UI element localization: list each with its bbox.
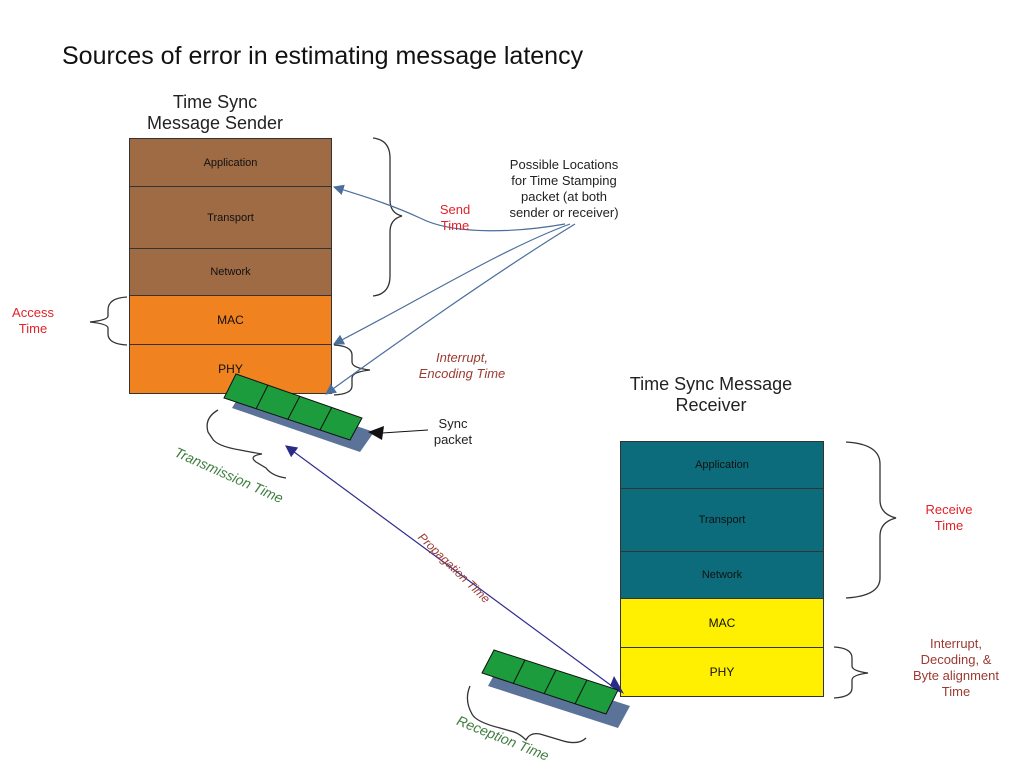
- propagation-line: [285, 445, 621, 693]
- possible-locations-line-3: packet (at both: [521, 189, 607, 204]
- possible-locations-line-4: sender or receiver): [509, 205, 619, 220]
- receive-time-line-1: Receive: [925, 502, 973, 517]
- propagation-arrowhead-receiver: [610, 676, 624, 694]
- arrow-to-mac: [333, 223, 571, 345]
- receive-time-line-2: Time: [934, 518, 964, 533]
- arrow-to-transport: [332, 184, 566, 232]
- brace-interrupt-decoding: [833, 646, 869, 699]
- sync-packet-sender: [223, 373, 374, 452]
- sync-packet-pointer: [368, 426, 384, 440]
- brace-access-time: [89, 296, 128, 346]
- sender-layer-network: Network: [129, 248, 332, 296]
- receiver-title-line-2: Receiver: [675, 395, 747, 415]
- receiver-layer-application: Application: [620, 441, 824, 489]
- interrupt-decoding-line-3: Byte alignment: [913, 668, 999, 683]
- interrupt-encoding-line-1: Interrupt,: [435, 350, 489, 365]
- brace-interrupt-encoding: [333, 344, 371, 396]
- reception-packet: [481, 649, 630, 728]
- sender-layer-transport: Transport: [129, 186, 332, 249]
- brace-transmission-time: [206, 409, 287, 479]
- possible-locations-line-2: for Time Stamping: [511, 173, 617, 188]
- possible-locations-line-1: Possible Locations: [509, 157, 619, 172]
- arrow-to-phy: [325, 223, 576, 395]
- sync-packet-pointer-line: [381, 429, 429, 434]
- possible-locations-label: Possible Locations for Time Stamping pac…: [478, 157, 650, 221]
- send-time-line-2: Time: [440, 218, 470, 233]
- interrupt-decoding-line-2: Decoding, &: [920, 652, 992, 667]
- interrupt-decoding-line-4: Time: [941, 684, 971, 699]
- brace-sender-upper: [372, 137, 403, 297]
- sender-title-line-1: Time Sync: [172, 92, 258, 112]
- access-time-line-1: Access: [12, 305, 54, 320]
- interrupt-encoding-line-2: Encoding Time: [418, 366, 506, 381]
- sync-packet-label: Sync packet: [418, 416, 488, 448]
- brace-receive-time: [845, 441, 897, 599]
- receive-time-label: Receive Time: [906, 502, 992, 534]
- sender-title: Time Sync Message Sender: [120, 92, 310, 134]
- receiver-layer-mac: MAC: [620, 598, 824, 648]
- interrupt-encoding-label: Interrupt, Encoding Time: [392, 350, 532, 382]
- receiver-title-line-1: Time Sync Message: [629, 374, 793, 394]
- brace-reception-time: [466, 685, 587, 744]
- sync-packet-line-1: Sync: [438, 416, 468, 431]
- sender-layer-mac: MAC: [129, 295, 332, 345]
- receiver-title: Time Sync Message Receiver: [596, 374, 826, 416]
- sender-title-line-2: Message Sender: [146, 113, 284, 133]
- send-time-label: Send Time: [430, 202, 480, 234]
- interrupt-decoding-line-1: Interrupt,: [929, 636, 983, 651]
- access-time-label: Access Time: [0, 305, 66, 337]
- sync-packet-line-2: packet: [433, 432, 473, 447]
- interrupt-decoding-label: Interrupt, Decoding, & Byte alignment Ti…: [888, 636, 1024, 700]
- send-time-line-1: Send: [439, 202, 471, 217]
- slide-title: Sources of error in estimating message l…: [62, 42, 584, 70]
- receiver-layer-transport: Transport: [620, 488, 824, 552]
- access-time-line-2: Time: [18, 321, 48, 336]
- receiver-layer-network: Network: [620, 551, 824, 599]
- receiver-layer-phy: PHY: [620, 647, 824, 697]
